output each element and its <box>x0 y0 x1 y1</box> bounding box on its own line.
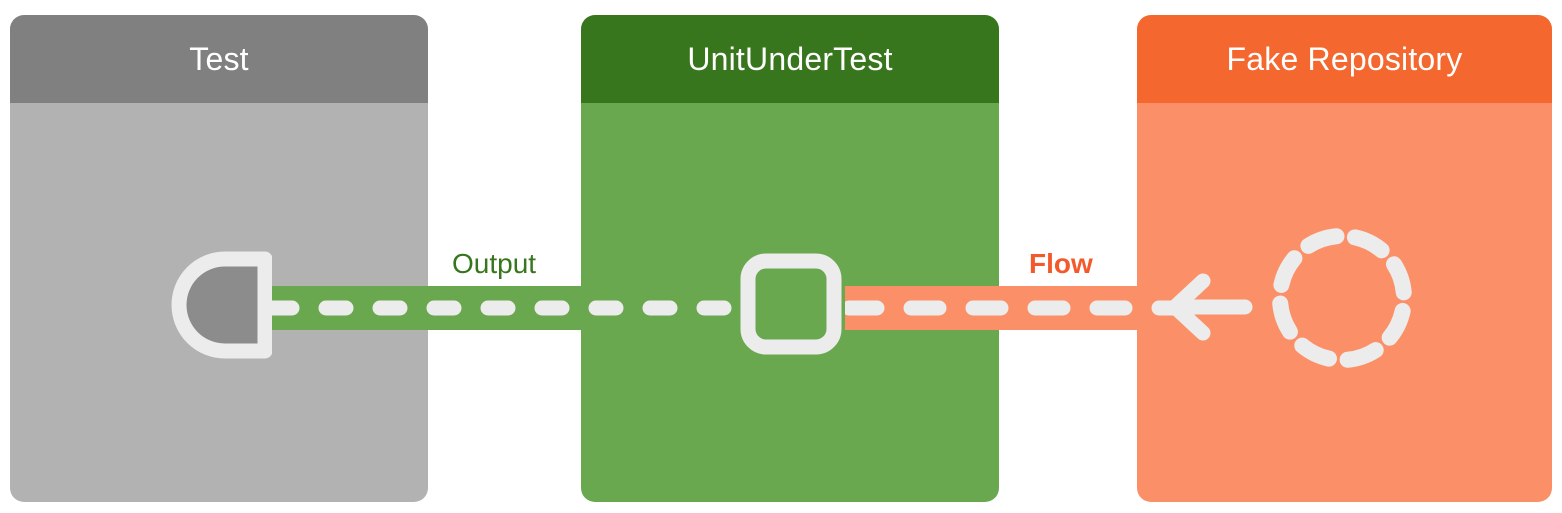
flow-dash-pattern-icon <box>845 300 1205 316</box>
connection-band-flow[interactable] <box>845 286 1205 330</box>
participant-fake-repository-header: Fake Repository <box>1137 15 1552 103</box>
edge-label-flow: Flow <box>1029 248 1093 279</box>
rounded-square-node-icon <box>739 252 843 361</box>
edge-label-output: Output <box>452 248 537 279</box>
participant-test-header: Test <box>10 15 428 103</box>
output-dash-pattern-icon <box>268 300 850 316</box>
participant-test-title: Test <box>189 41 249 77</box>
required-interface-socket-icon <box>170 250 273 365</box>
arrow-left-icon <box>1163 270 1253 349</box>
participant-unit-under-test-title: UnitUnderTest <box>687 41 893 77</box>
dashed-circle-icon <box>1266 222 1418 379</box>
participant-fake-repository-title: Fake Repository <box>1226 41 1463 77</box>
participant-unit-under-test-header: UnitUnderTest <box>581 15 999 103</box>
